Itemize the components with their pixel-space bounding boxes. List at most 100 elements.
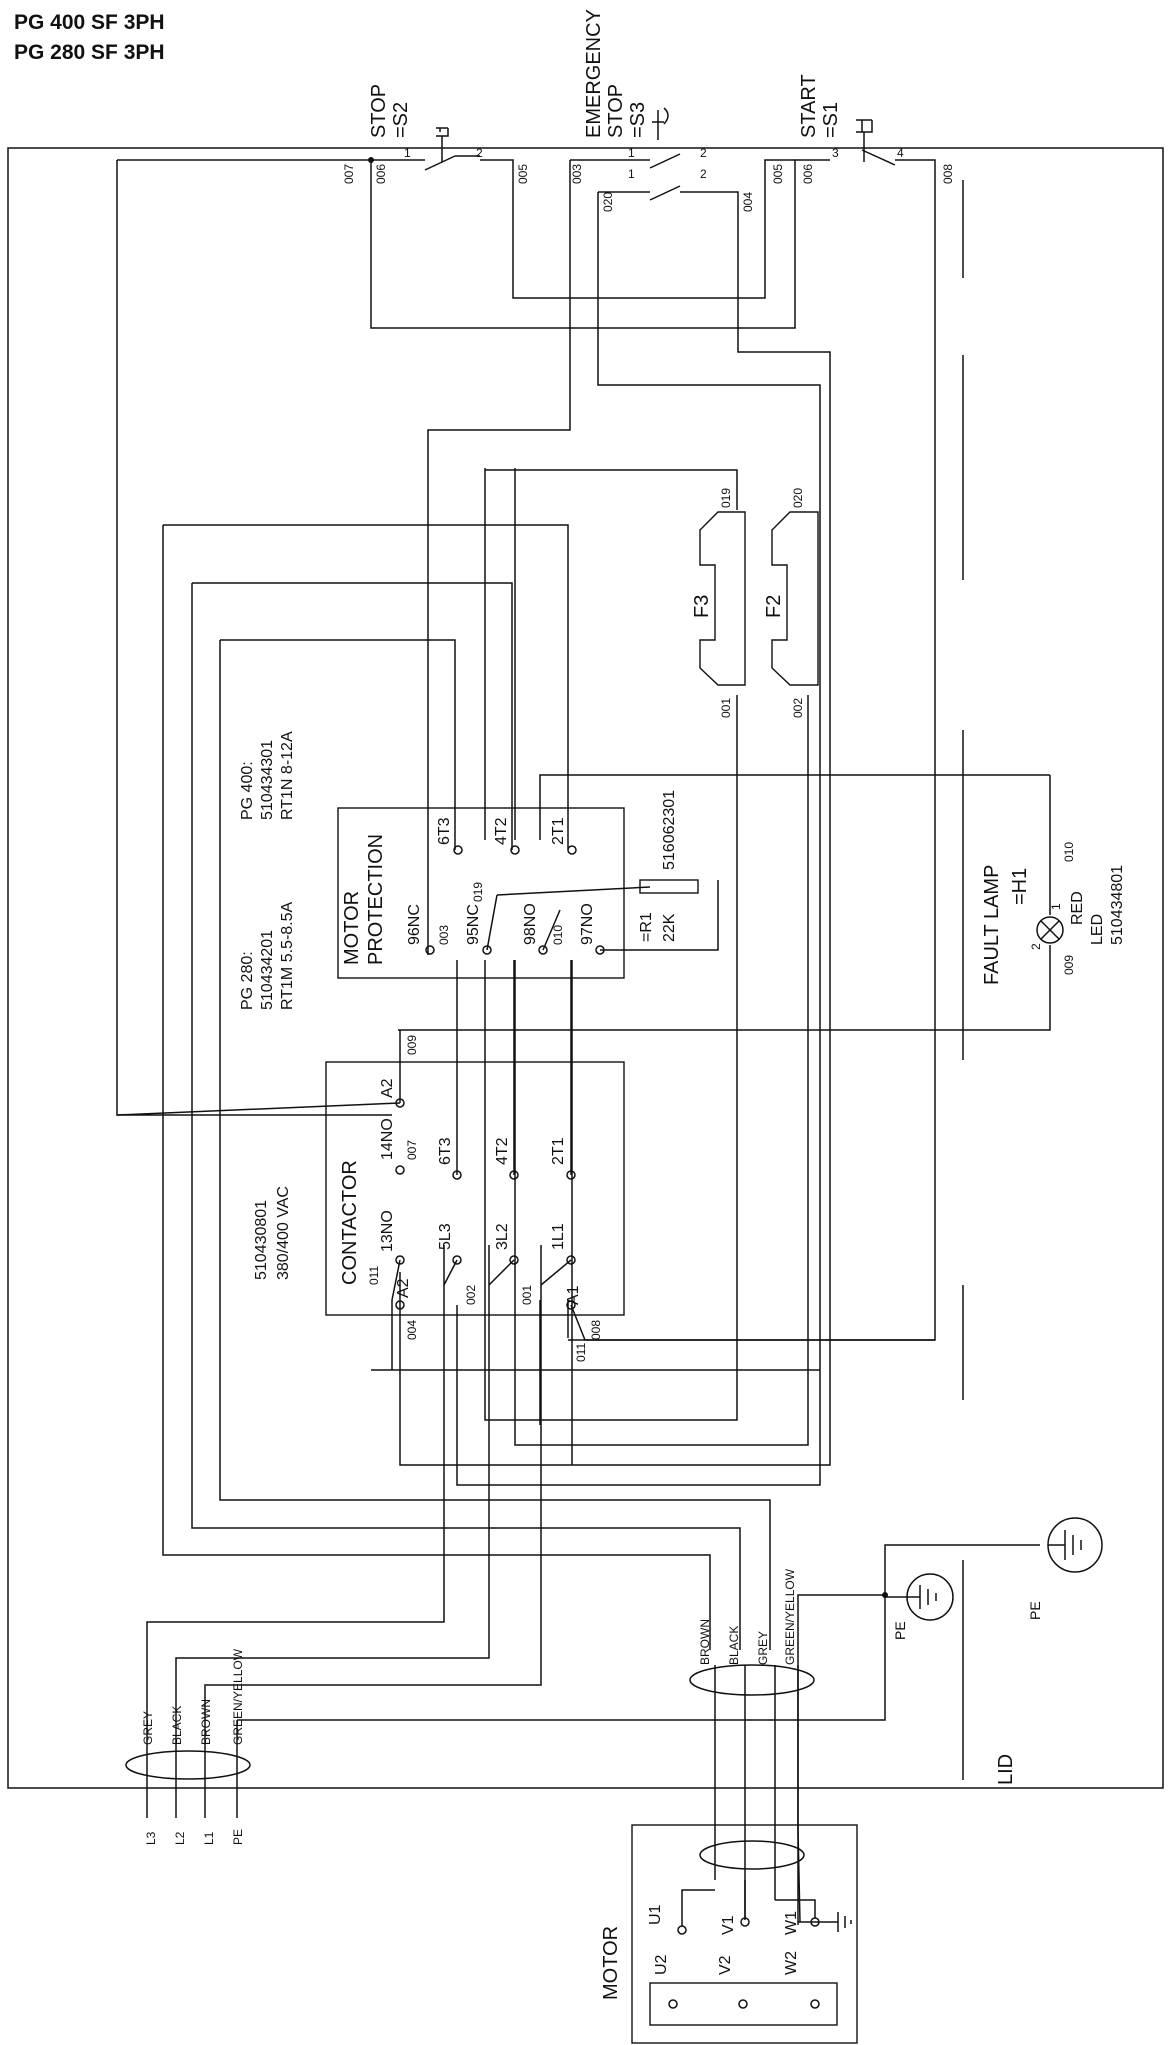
motor-color-black: BLACK <box>727 1626 741 1665</box>
resistor-symbol <box>639 879 699 894</box>
terminal-005a: 005 <box>516 164 530 184</box>
mp-pin-97no: 97NO <box>579 903 596 945</box>
ct-bottom-a2: A2 <box>395 1278 412 1298</box>
motor-color-grey: GREY <box>756 1631 770 1665</box>
ct-top-2t1: 2T1 <box>550 1137 567 1165</box>
stop-pin-1: 1 <box>404 146 411 160</box>
estop-pin-2a: 2 <box>700 146 707 160</box>
fuse-f2-top: 020 <box>791 488 805 508</box>
ct-wire-011a: 011 <box>367 1266 381 1285</box>
estop-pin-1b: 1 <box>628 167 635 181</box>
ct-wire-008: 008 <box>589 1320 603 1340</box>
ct-top-4t2: 4T2 <box>494 1137 511 1165</box>
fuse-f2-bottom: 002 <box>791 698 805 718</box>
motor-pin-w1: W1 <box>783 1911 800 1935</box>
pe-label-2: PE <box>892 1621 908 1640</box>
ct-wire-001: 001 <box>520 1285 534 1305</box>
resistor-value: 22K <box>661 913 678 942</box>
mp-pin-96nc: 96NC <box>406 904 423 945</box>
estop-pin-1a: 1 <box>628 146 635 160</box>
motor-color-green-yellow: GREEN/YELLOW <box>783 1568 797 1665</box>
stop-switch-symbol <box>424 127 480 171</box>
motor-pin-v2: V2 <box>717 1955 734 1975</box>
pe-label-1: PE <box>1027 1601 1043 1620</box>
title-line-1: PG 400 SF 3PH <box>14 11 165 34</box>
motor-terminal-strip <box>649 1982 838 2026</box>
fault-lamp-symbol <box>1036 916 1064 944</box>
fault-lamp-part: 510434801 <box>1109 865 1126 945</box>
mp-pin-2t1: 2T1 <box>550 817 567 845</box>
contactor-title: CONTACTOR <box>339 1160 361 1285</box>
motor-pin-w2: W2 <box>783 1951 800 1975</box>
start-ref: =S1 <box>820 102 842 138</box>
fuse-f3-bottom: 001 <box>719 698 733 718</box>
fault-lamp-pin-1: 1 <box>1049 903 1063 910</box>
start-label: START <box>798 74 820 138</box>
mp-wire-010: 010 <box>551 925 565 945</box>
pg280-line-2: 510434201 <box>259 930 276 1010</box>
mp-pin-95nc: 95NC <box>465 904 482 945</box>
motor-pin-u1: U1 <box>647 1904 664 1925</box>
pg400-line-3: RT1N 8-12A <box>279 731 296 820</box>
contactor-terminals <box>116 960 935 1370</box>
ct-wire-002: 002 <box>464 1285 478 1305</box>
motor-pin-v1: V1 <box>720 1915 737 1935</box>
terminal-007: 007 <box>342 164 356 184</box>
pg280-line-3: RT1M 5.5-8.5A <box>279 901 296 1010</box>
emergency-label-1: EMERGENCY <box>583 9 605 138</box>
terminal-003: 003 <box>570 164 584 184</box>
ct-wire-004: 004 <box>405 1320 419 1340</box>
emergency-ref: =S3 <box>627 102 649 138</box>
motor-terminal-points <box>668 1880 852 2009</box>
mp-pin-6t3: 6T3 <box>436 817 453 845</box>
mp-pin-95nc-sub: 019 <box>471 882 485 902</box>
ct-bottom-a1: A1 <box>565 1285 582 1305</box>
title-line-2: PG 280 SF 3PH <box>14 41 165 64</box>
line-pe: PE <box>231 1829 245 1845</box>
contactor-block <box>325 1061 625 1316</box>
earth-symbol-2 <box>885 1573 954 1621</box>
mp-terminals <box>425 845 719 955</box>
supply-color-green-yellow: GREEN/YELLOW <box>231 1648 245 1745</box>
ct-bottom-5l3: 5L3 <box>437 1223 454 1250</box>
terminal-004: 004 <box>741 192 755 212</box>
resistor-part: 516062301 <box>661 790 678 870</box>
motor-label: MOTOR <box>600 1926 622 2000</box>
ct-top-14no: 14NO <box>379 1118 396 1160</box>
stop-pin-2: 2 <box>476 146 483 160</box>
fuse-f3-top: 019 <box>719 488 733 508</box>
resistor-ref: =R1 <box>638 912 655 942</box>
stop-label: STOP <box>368 84 390 138</box>
fuse-f2-body <box>771 511 819 686</box>
start-pin-4: 4 <box>897 146 904 160</box>
mp-pin-4t2: 4T2 <box>493 817 510 845</box>
enclosure-outline <box>7 147 1164 1789</box>
motor-protection-title-2: PROTECTION <box>365 834 387 965</box>
pg280-line-1: PG 280: <box>239 951 256 1010</box>
terminal-005b: 005 <box>771 164 785 184</box>
fault-lamp-label: FAULT LAMP <box>981 865 1003 985</box>
fuse-f2-label: F2 <box>763 595 785 618</box>
mp-pin-98no: 98NO <box>522 903 539 945</box>
start-switch-symbol <box>856 119 896 166</box>
fuse-f3-body <box>699 511 746 686</box>
pg400-line-2: 510434301 <box>259 740 276 820</box>
control-wiring <box>116 157 1051 1486</box>
contactor-part: 510430801 <box>253 1200 270 1280</box>
emergency-label-2: STOP <box>605 84 627 138</box>
motor-box <box>631 1824 858 2044</box>
fault-lamp-wire-010: 010 <box>1062 842 1076 862</box>
stop-ref: =S2 <box>390 102 412 138</box>
diagram-title: PG 400 SF 3PH PG 280 SF 3PH <box>14 8 165 68</box>
fault-lamp-wire-009: 009 <box>1062 955 1076 975</box>
motor-color-brown: BROWN <box>698 1619 712 1665</box>
start-pin-3: 3 <box>832 146 839 160</box>
lid-label: LID <box>995 1754 1017 1785</box>
supply-color-black: BLACK <box>170 1706 184 1745</box>
motor-cable-bundle-1 <box>689 1664 815 1696</box>
ct-bottom-13no: 13NO <box>379 1210 396 1252</box>
terminal-006b: 006 <box>801 164 815 184</box>
terminal-020: 020 <box>601 192 615 212</box>
line-l2: L2 <box>173 1831 187 1845</box>
